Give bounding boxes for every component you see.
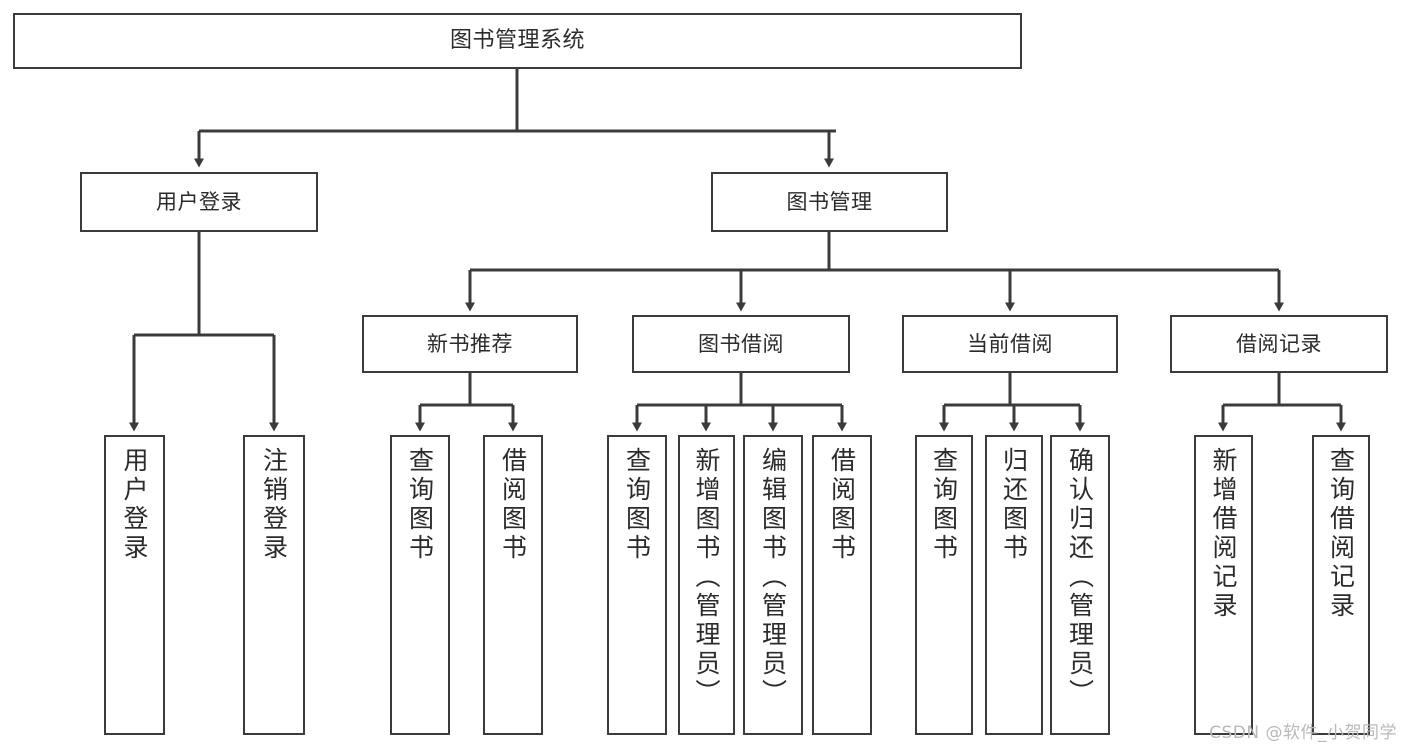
node-leaf-borrow-book-label: 借阅图书 [827,447,857,563]
node-leaf-user-login-label: 用户登录 [120,447,149,563]
node-new-book-rec-label: 新书推荐 [427,331,513,356]
node-book-borrow[interactable]: 图书借阅 [632,315,850,373]
node-leaf-query-book-rec[interactable]: 查询图书 [390,435,450,735]
node-leaf-borrow-book-rec-label: 借阅图书 [498,447,528,563]
node-leaf-edit-book-admin[interactable]: 编辑图书（管理员） [743,435,803,735]
node-leaf-user-logout[interactable]: 注销登录 [243,435,305,735]
node-current-borrow[interactable]: 当前借阅 [902,315,1118,373]
node-leaf-query-borrow-record[interactable]: 查询借阅记录 [1312,435,1370,735]
node-leaf-query-book-borrow-label: 查询图书 [622,447,652,563]
watermark: CSDN @软件_小贺同学 [1209,723,1397,743]
node-leaf-user-login[interactable]: 用户登录 [104,435,165,735]
node-user-login-label: 用户登录 [156,189,242,214]
node-borrow-record[interactable]: 借阅记录 [1170,315,1388,373]
node-leaf-query-book-current[interactable]: 查询图书 [915,435,973,735]
node-leaf-return-book[interactable]: 归还图书 [985,435,1043,735]
node-user-login[interactable]: 用户登录 [80,172,318,232]
node-leaf-query-book-rec-label: 查询图书 [405,447,435,563]
node-book-borrow-label: 图书借阅 [698,331,784,356]
node-leaf-add-book-admin[interactable]: 新增图书（管理员） [678,435,735,735]
node-leaf-borrow-book-rec[interactable]: 借阅图书 [483,435,543,735]
node-borrow-record-label: 借阅记录 [1236,331,1322,356]
node-new-book-rec[interactable]: 新书推荐 [362,315,578,373]
node-leaf-confirm-return-admin[interactable]: 确认归还（管理员） [1050,435,1110,735]
node-leaf-add-borrow-record-label: 新增借阅记录 [1209,447,1238,621]
node-leaf-query-borrow-record-label: 查询借阅记录 [1326,447,1356,621]
node-leaf-user-logout-label: 注销登录 [259,447,289,563]
node-leaf-return-book-label: 归还图书 [999,447,1029,563]
node-leaf-confirm-return-admin-label: 确认归还（管理员） [1065,447,1095,708]
node-leaf-borrow-book[interactable]: 借阅图书 [812,435,872,735]
node-book-manage[interactable]: 图书管理 [711,172,948,232]
node-leaf-query-book-current-label: 查询图书 [929,447,959,563]
node-book-manage-label: 图书管理 [786,189,873,214]
node-current-borrow-label: 当前借阅 [967,331,1053,356]
node-leaf-query-book-borrow[interactable]: 查询图书 [607,435,667,735]
node-root[interactable]: 图书管理系统 [13,13,1022,69]
node-leaf-add-book-admin-label: 新增图书（管理员） [692,447,721,708]
node-leaf-edit-book-admin-label: 编辑图书（管理员） [758,447,788,708]
node-leaf-add-borrow-record[interactable]: 新增借阅记录 [1194,435,1253,735]
node-root-label: 图书管理系统 [449,28,585,54]
